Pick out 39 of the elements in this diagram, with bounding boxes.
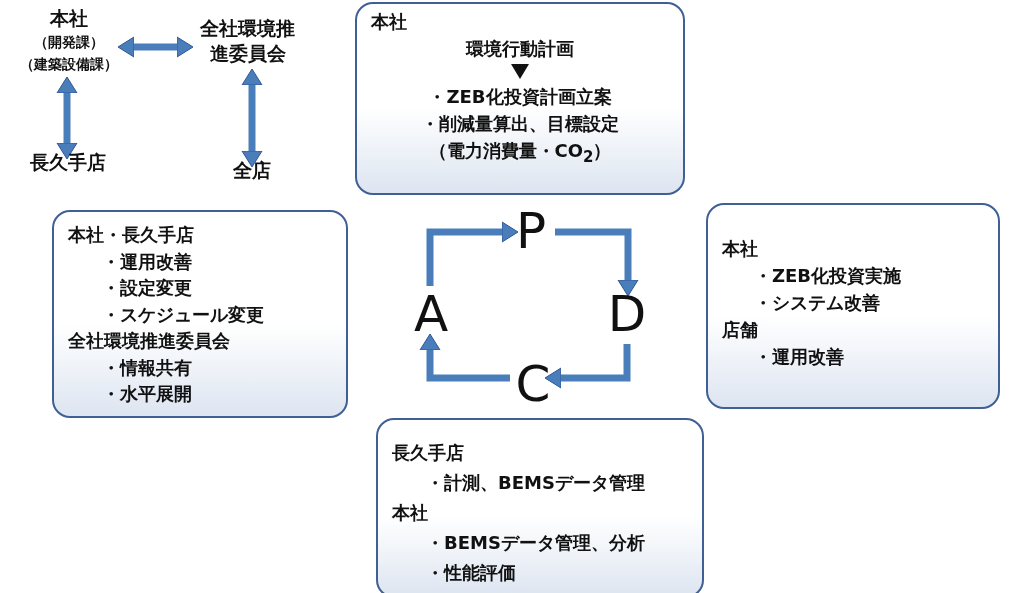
rounded-box <box>376 418 704 593</box>
box-heading: 本社 <box>370 10 407 34</box>
box-heading: 全社環境推進委員会 <box>67 329 230 353</box>
list-item: ・削減量算出、目標設定 <box>421 112 619 136</box>
box-heading: 環境行動計画 <box>466 37 574 61</box>
list-item: ・システム改善 <box>753 291 880 315</box>
pdca-letter: A <box>412 288 450 340</box>
list-item: ・設定変更 <box>101 276 192 300</box>
list-item: ・ZEB化投資実施 <box>753 264 902 288</box>
department-label: （開発課） <box>32 33 105 52</box>
list-item: ・計測、BEMSデータ管理 <box>425 471 645 495</box>
list-item: ・スケジュール変更 <box>101 302 264 327</box>
list-item: ・性能評価 <box>425 561 516 585</box>
organization-label: 本社 <box>48 6 89 31</box>
pdca-letter: D <box>606 288 648 340</box>
box-heading: 本社 <box>391 501 428 525</box>
list-item: ・水平展開 <box>101 382 192 406</box>
box-heading: （電力消費量・CO$_{2}$） <box>428 139 612 168</box>
organization-label: 長久手店 <box>28 150 107 175</box>
rounded-box <box>706 203 1000 409</box>
box-heading: 本社 <box>721 237 758 261</box>
list-item: ・運用改善 <box>753 345 844 369</box>
double-arrow <box>117 36 194 58</box>
pdca-letter: P <box>514 205 548 257</box>
list-item: ・ZEB化投資計画立案 <box>428 85 612 109</box>
organization-label: 全店 <box>232 158 272 183</box>
department-label: （建築設備課） <box>18 55 119 74</box>
double-arrow <box>56 76 78 160</box>
list-item: ・情報共有 <box>101 355 192 380</box>
pdca-letter: C <box>514 358 552 410</box>
box-heading: 本社・長久手店 <box>67 223 194 247</box>
list-item: ・運用改善 <box>101 249 192 274</box>
organization-label: 全社環境推進委員会 <box>200 16 295 66</box>
box-heading: 店舗 <box>721 318 758 342</box>
list-item: ・BEMSデータ管理、分析 <box>425 531 645 555</box>
rounded-box <box>52 210 348 418</box>
double-arrow <box>241 68 263 168</box>
box-heading: 長久手店 <box>391 441 464 465</box>
rounded-box <box>355 2 685 195</box>
